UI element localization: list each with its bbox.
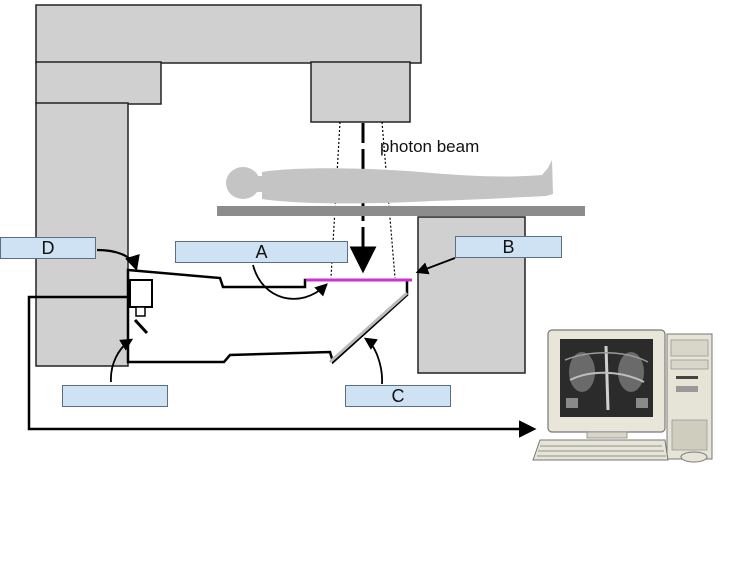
- callout-arrow-c: [363, 337, 383, 385]
- treatment-head: [310, 61, 411, 123]
- computer: [532, 329, 713, 463]
- label-box-a: A: [175, 241, 348, 263]
- gantry-top-arm: [35, 4, 422, 64]
- patient-silhouette: [226, 160, 553, 204]
- signal-cable: [27, 295, 537, 438]
- label-box-c: C: [345, 385, 451, 407]
- label-box-d: D: [0, 237, 96, 259]
- gantry-arm-step: [35, 61, 162, 105]
- treatment-couch: [217, 206, 585, 216]
- photon-beam-label: photon beam: [380, 137, 480, 156]
- keyboard: [532, 439, 669, 461]
- label-box-unlabeled: [62, 385, 168, 407]
- callout-arrow-a: [252, 264, 328, 300]
- monitor-stand: [586, 431, 628, 439]
- gantry-column: [35, 102, 129, 367]
- callout-arrow-b: [415, 257, 456, 275]
- label-box-b: B: [455, 236, 562, 258]
- gantry: [35, 4, 526, 374]
- callout-arrow-unlabeled: [110, 338, 134, 383]
- mirror-element: [133, 318, 149, 335]
- imager-arm: [126, 268, 409, 365]
- mirror-surface: [328, 291, 409, 364]
- callout-arrow-d: [96, 248, 140, 271]
- mouse: [680, 451, 708, 463]
- camera-lens: [135, 306, 146, 317]
- camera-box: [129, 279, 153, 308]
